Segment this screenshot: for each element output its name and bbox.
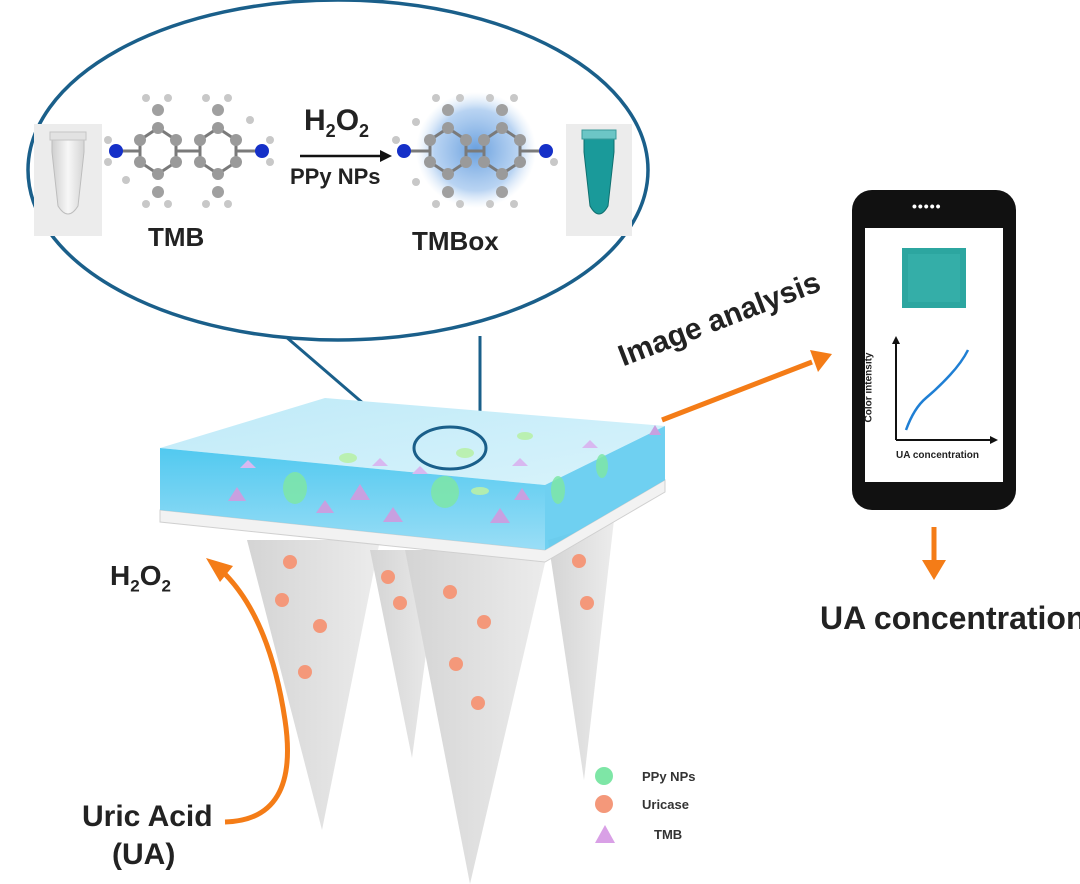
uricase-particle <box>381 570 395 584</box>
tmb-atoms <box>104 94 274 208</box>
tmbox-label: TMBox <box>412 226 499 256</box>
smartphone <box>852 190 1016 510</box>
phone-dots: ••••• <box>912 198 942 214</box>
uricase-particle <box>393 596 407 610</box>
uricase-particle <box>477 615 491 629</box>
legend-label-tmb: TMB <box>654 826 683 842</box>
microneedle <box>247 540 380 830</box>
ppy-np <box>517 432 533 440</box>
uricase-particle <box>313 619 327 633</box>
ppy-np <box>551 476 565 504</box>
ua-concentration-result: UA concentration <box>820 600 1080 636</box>
tmb-marker <box>490 508 510 523</box>
tmb-marker <box>412 466 428 474</box>
tmb-marker <box>649 425 661 435</box>
reagent-h: H <box>304 104 326 137</box>
ppy-np <box>283 472 307 504</box>
ppy-np <box>471 487 489 495</box>
calibration-curve <box>904 349 970 431</box>
uricase-particle <box>283 555 297 569</box>
uricase-particles <box>275 554 594 710</box>
phone-x-axis-label: UA concentration <box>896 450 979 461</box>
uricase-particle <box>449 657 463 671</box>
tmb-tube-photo <box>34 124 102 236</box>
legend-item-uricase: Uricase <box>594 794 689 814</box>
tmb-marker <box>228 487 246 501</box>
patch-right-face <box>545 426 665 550</box>
phone-y-axis-label: Color intensity <box>863 352 875 423</box>
h2o2-o: O <box>139 560 162 591</box>
h2o2-sub1: 2 <box>130 576 140 596</box>
ppy-np <box>339 453 357 463</box>
uricase-particle <box>471 696 485 710</box>
zoom-focus-ellipse <box>412 425 488 471</box>
microneedles <box>247 520 614 884</box>
tmbox-tube-photo <box>566 124 632 236</box>
tmb-marker <box>350 484 370 500</box>
reagent-sub1: 2 <box>325 121 336 141</box>
catalyst-label: PPy NPs <box>290 164 381 189</box>
tmb-marker <box>512 458 528 466</box>
reagent-o: O <box>335 104 360 137</box>
legend-item-ppy: PPy NPs <box>594 766 695 786</box>
nitrogen-atom <box>539 144 553 158</box>
green-circle-icon <box>595 767 613 785</box>
zoom-ellipse <box>26 0 650 342</box>
patch-top-face <box>160 398 665 485</box>
h2o2-h: H <box>110 560 131 591</box>
image-analysis-arrowhead <box>810 350 832 372</box>
uricase-particle <box>572 554 586 568</box>
image-analysis-arrow <box>661 359 813 423</box>
microneedle <box>548 520 614 780</box>
uricase-particle <box>275 593 289 607</box>
legend-item-tmb: TMB <box>594 824 682 844</box>
nitrogen-atom <box>397 144 411 158</box>
triangle-icon <box>595 825 615 843</box>
uric-acid-arrow <box>223 572 290 825</box>
orange-circle-icon <box>595 795 613 813</box>
legend-label-ppy: PPy NPs <box>642 768 696 784</box>
tmb-marker <box>514 488 530 500</box>
tmb-marker <box>383 507 403 522</box>
ppy-np <box>456 448 474 458</box>
reaction-arrow-head <box>380 150 392 162</box>
uricase-particle <box>298 665 312 679</box>
uricase-particle <box>580 596 594 610</box>
uric-acid-label: Uric Acid <box>82 800 213 833</box>
h2o2-product-label: H2O2 <box>110 560 171 597</box>
tmb-marker <box>240 460 256 468</box>
uric-acid-abbr: (UA) <box>112 838 176 871</box>
ppy-np <box>596 454 608 478</box>
tmb-marker <box>316 500 334 513</box>
microneedle <box>405 550 548 884</box>
reagent-label: H2O2 <box>304 104 369 142</box>
tmb-marker <box>372 458 388 466</box>
nitrogen-atom <box>255 144 269 158</box>
ppy-np <box>431 476 459 508</box>
legend-label-uricase: Uricase <box>642 796 689 812</box>
reagent-sub2: 2 <box>359 121 370 141</box>
result-arrowhead <box>922 560 946 580</box>
tmb-marker <box>582 440 598 448</box>
tmbox-atoms <box>392 94 558 208</box>
tmb-label: TMB <box>148 222 205 252</box>
uric-acid-arrowhead <box>206 558 233 582</box>
nitrogen-atom <box>109 144 123 158</box>
uricase-particle <box>443 585 457 599</box>
h2o2-sub2: 2 <box>161 576 171 596</box>
patch-particles <box>228 425 661 523</box>
